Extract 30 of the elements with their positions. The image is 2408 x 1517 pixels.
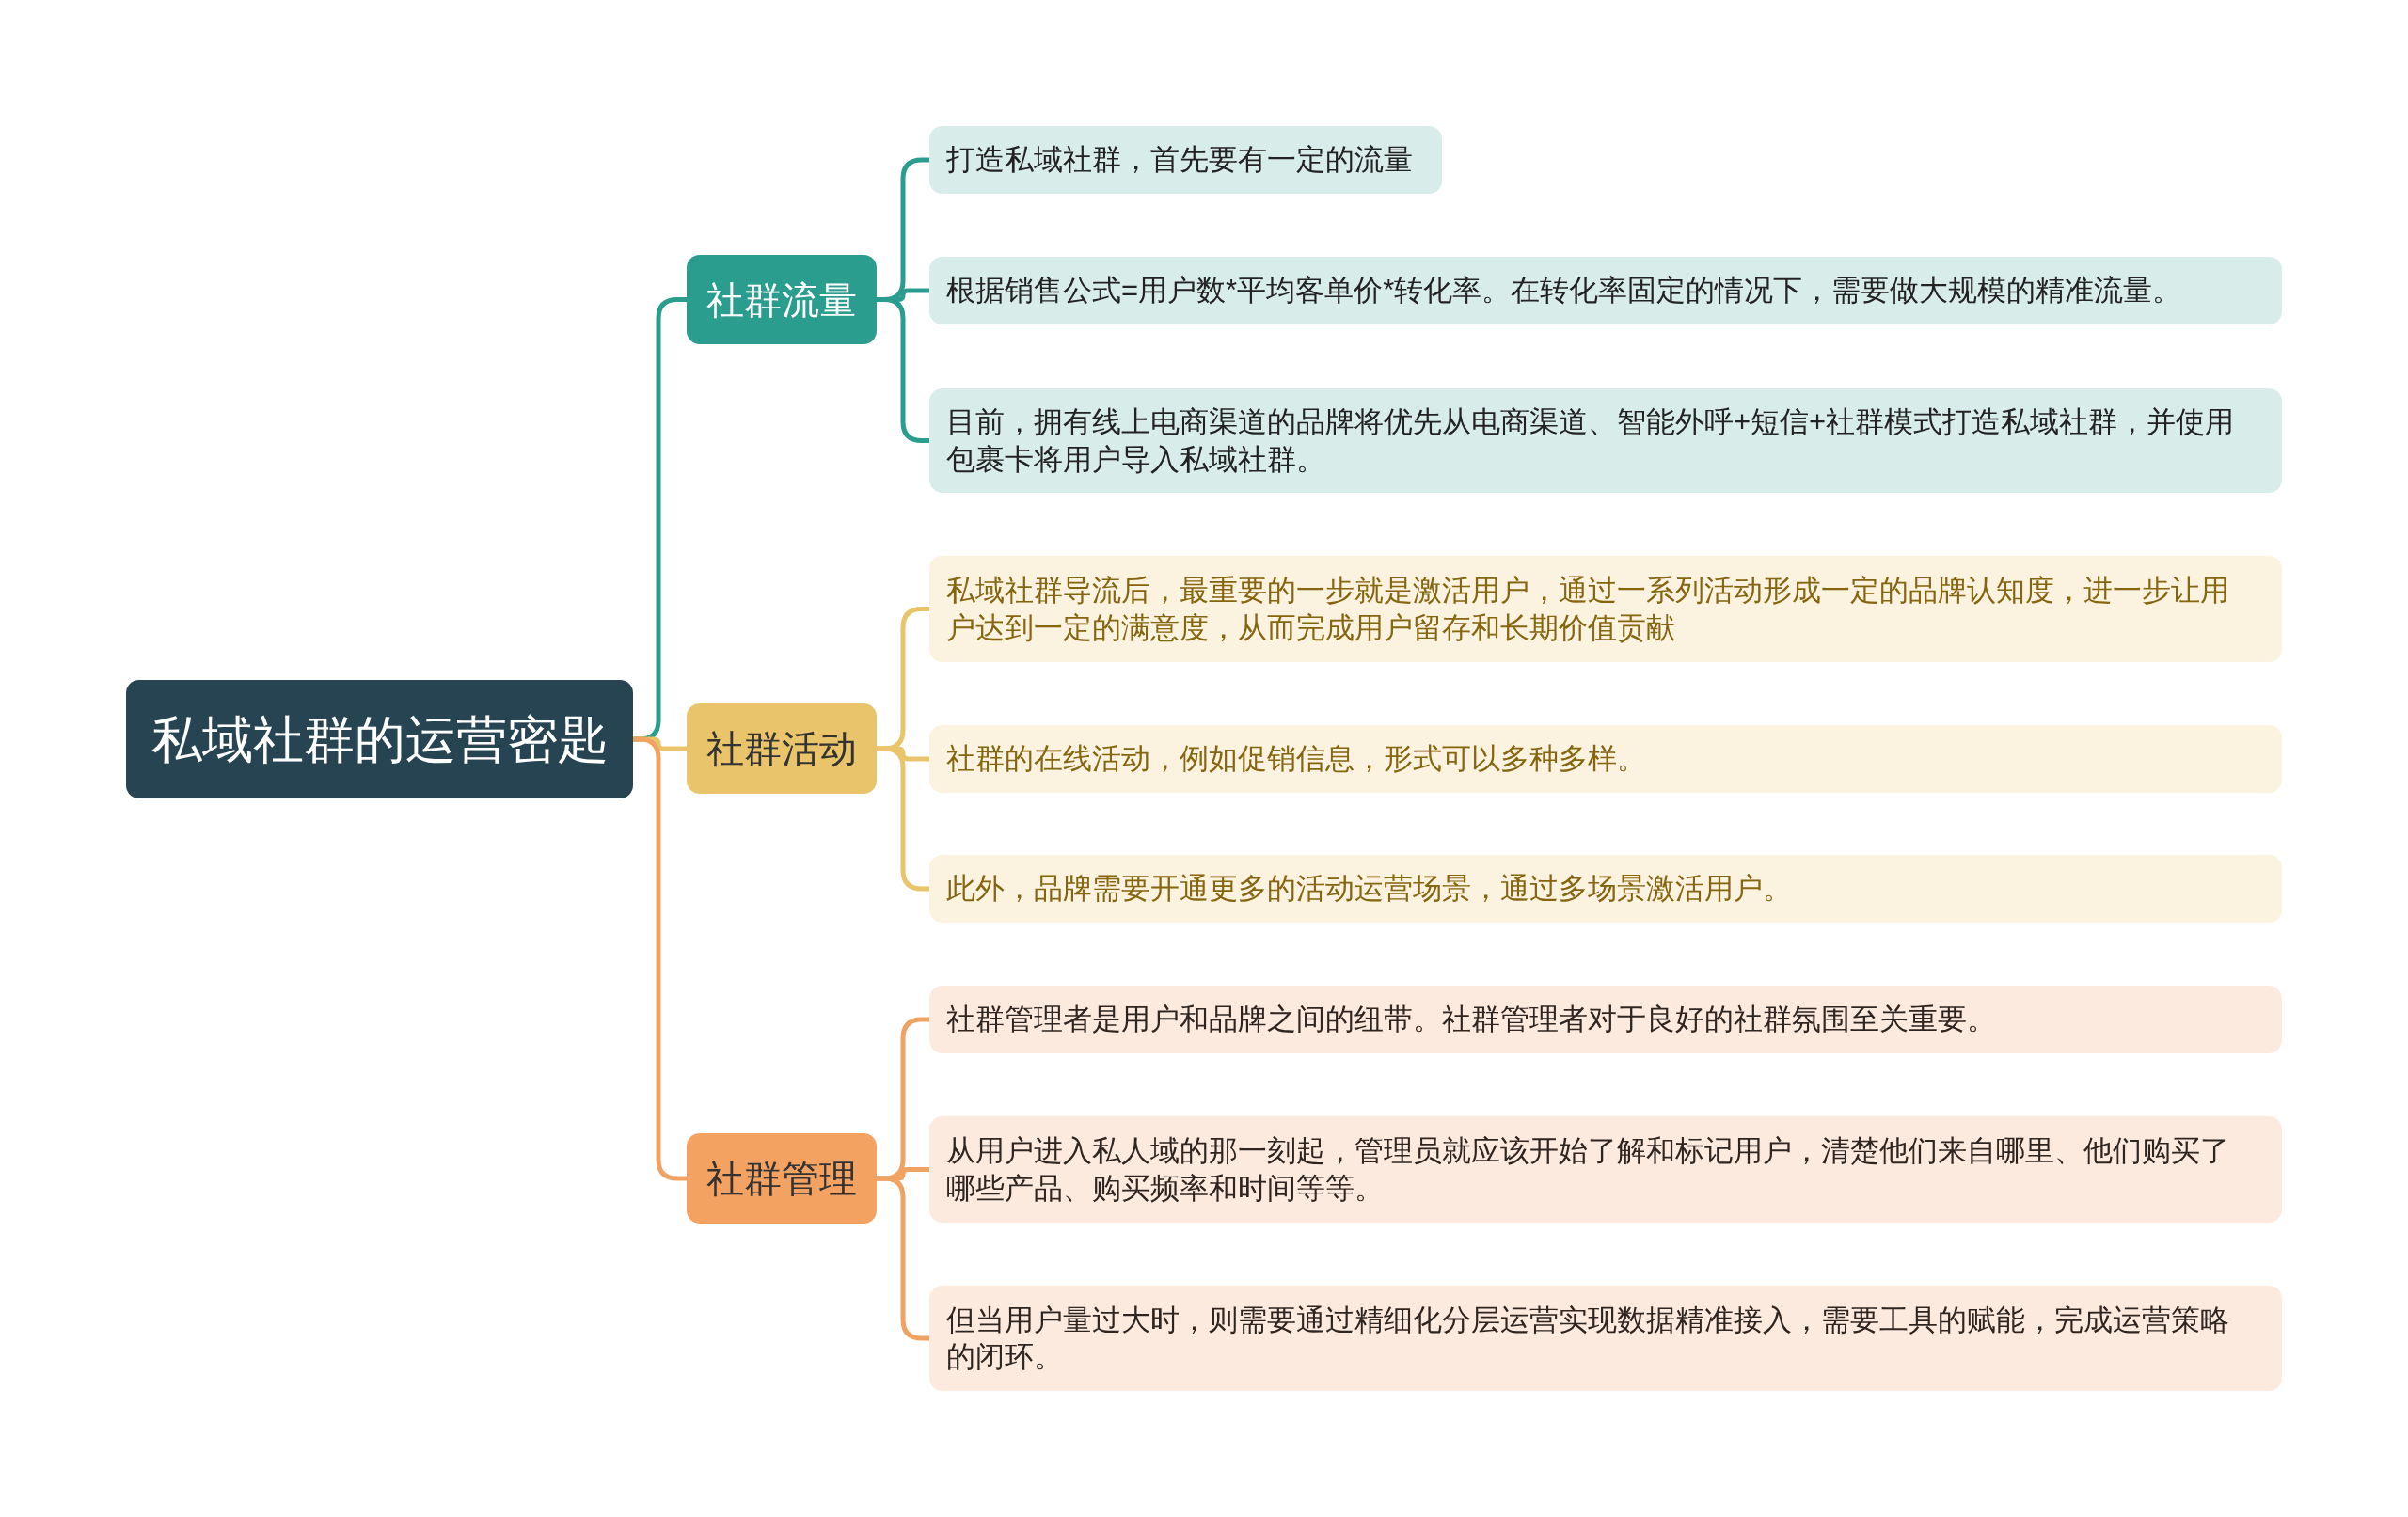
note-text: 根据销售公式=用户数*平均客单价*转化率。在转化率固定的情况下，需要做大规模的精准流量。 <box>946 273 2182 309</box>
branch-topic-box <box>687 1133 877 1224</box>
note-card <box>929 986 2282 1053</box>
central-topic-box <box>126 680 633 798</box>
note-text: 此外，品牌需要开通更多的活动运营场景，通过多场景激活用户。 <box>946 871 1792 908</box>
note-text: 从用户进入私人域的那一刻起，管理员就应该开始了解和标记用户，清楚他们来自哪里、他们购买了哪些产品、购买频率和时间等等。 <box>946 1133 2230 1207</box>
note-text: 目前，拥有线上电商渠道的品牌将优先从电商渠道、智能外呼+短信+社群模式打造私域社群，并使用包裹卡将用户导入私域社群。 <box>946 404 2236 478</box>
branch-topic-text: 社群流量 <box>706 277 857 323</box>
note-text: 但当用户量过大时，则需要通过精细化分层运营实现数据精准接入，需要工具的赋能，完成运营策略的闭环。 <box>946 1302 2230 1375</box>
branch-topic-text: 社群活动 <box>706 727 857 771</box>
central-topic-text: 私域社群的运营密匙 <box>150 709 609 769</box>
note-text: 打造私域社群，首先要有一定的流量 <box>946 142 1413 179</box>
note-text: 私域社群导流后，最重要的一步就是激活用户，通过一系列活动形成一定的品牌认知度，进一步让用户达到一定的满意度，从而完成用户留存和长期价值贡献 <box>946 573 2230 646</box>
note-text: 社群的在线活动，例如促销信息，形式可以多种多样。 <box>946 741 1646 778</box>
note-card <box>929 388 2282 493</box>
note-text: 社群管理者是用户和品牌之间的纽带。社群管理者对于良好的社群氛围至关重要。 <box>946 1002 1996 1038</box>
connector-line <box>877 1176 929 1341</box>
connector-line <box>877 297 929 443</box>
branch-topic-box <box>687 703 877 794</box>
note-card <box>929 1116 2282 1223</box>
branch-topic-text: 社群管理 <box>706 1157 857 1201</box>
note-card <box>929 257 2282 324</box>
connector-line <box>633 736 687 1181</box>
note-card <box>929 725 2282 793</box>
note-card <box>929 855 2282 923</box>
note-card <box>929 126 1442 194</box>
connector-line <box>877 746 929 892</box>
note-card <box>929 1286 2282 1391</box>
note-card <box>929 556 2282 662</box>
branch-topic-box <box>687 255 877 344</box>
